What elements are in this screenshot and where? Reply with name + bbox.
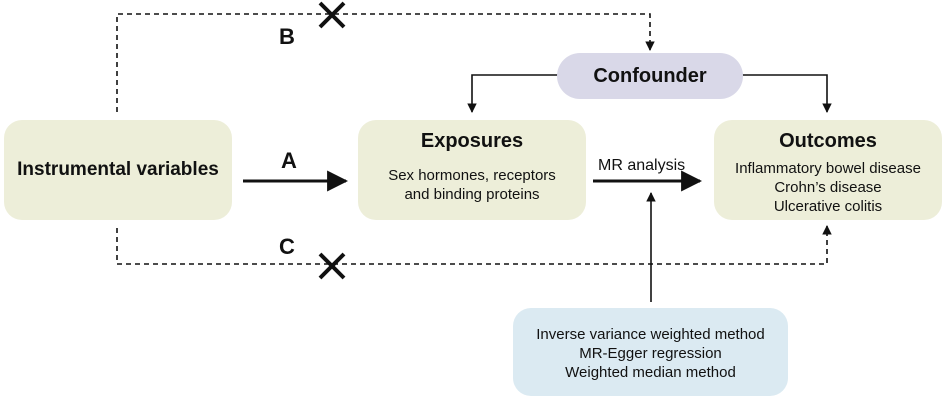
outcomes-title: Outcomes (779, 130, 877, 152)
path-a-label: A (281, 148, 297, 173)
path-b-label: B (279, 24, 295, 49)
outcomes-line-3: Ulcerative colitis (773, 198, 883, 215)
exposures-line-2: and binding proteins (404, 186, 540, 203)
methods-box: Inverse variance weighted method MR-Egge… (513, 308, 788, 396)
instrumental-variables-label: Instrumental variables (17, 159, 219, 180)
instrumental-variables-box: Instrumental variables (4, 120, 232, 220)
path-c-label: C (279, 234, 295, 259)
confounder-to-outcomes-arrow (742, 74, 832, 113)
exposures-box: Exposures Sex hormones, receptors and bi… (358, 120, 586, 220)
outcomes-line-1: Inflammatory bowel disease (735, 160, 921, 177)
path-c-dashed-line (116, 225, 832, 265)
methods-line-2: MR-Egger regression (579, 345, 722, 362)
methods-line-1: Inverse variance weighted method (536, 326, 765, 343)
path-b-dashed-line (116, 13, 655, 112)
outcomes-line-2: Crohn’s disease (774, 179, 882, 196)
exposures-line-1: Sex hormones, receptors (388, 167, 556, 184)
path-b-blocked-x-icon (318, 1, 346, 29)
path-c-blocked-x-icon (318, 252, 346, 280)
confounder-box: Confounder (557, 53, 743, 99)
confounder-label: Confounder (593, 65, 707, 87)
methods-line-3: Weighted median method (565, 364, 736, 381)
exposures-title: Exposures (420, 130, 524, 152)
outcomes-box: Outcomes Inflammatory bowel disease Croh… (714, 120, 942, 220)
mr-analysis-label: MR analysis (598, 157, 686, 174)
confounder-to-exposures-arrow (467, 74, 558, 113)
